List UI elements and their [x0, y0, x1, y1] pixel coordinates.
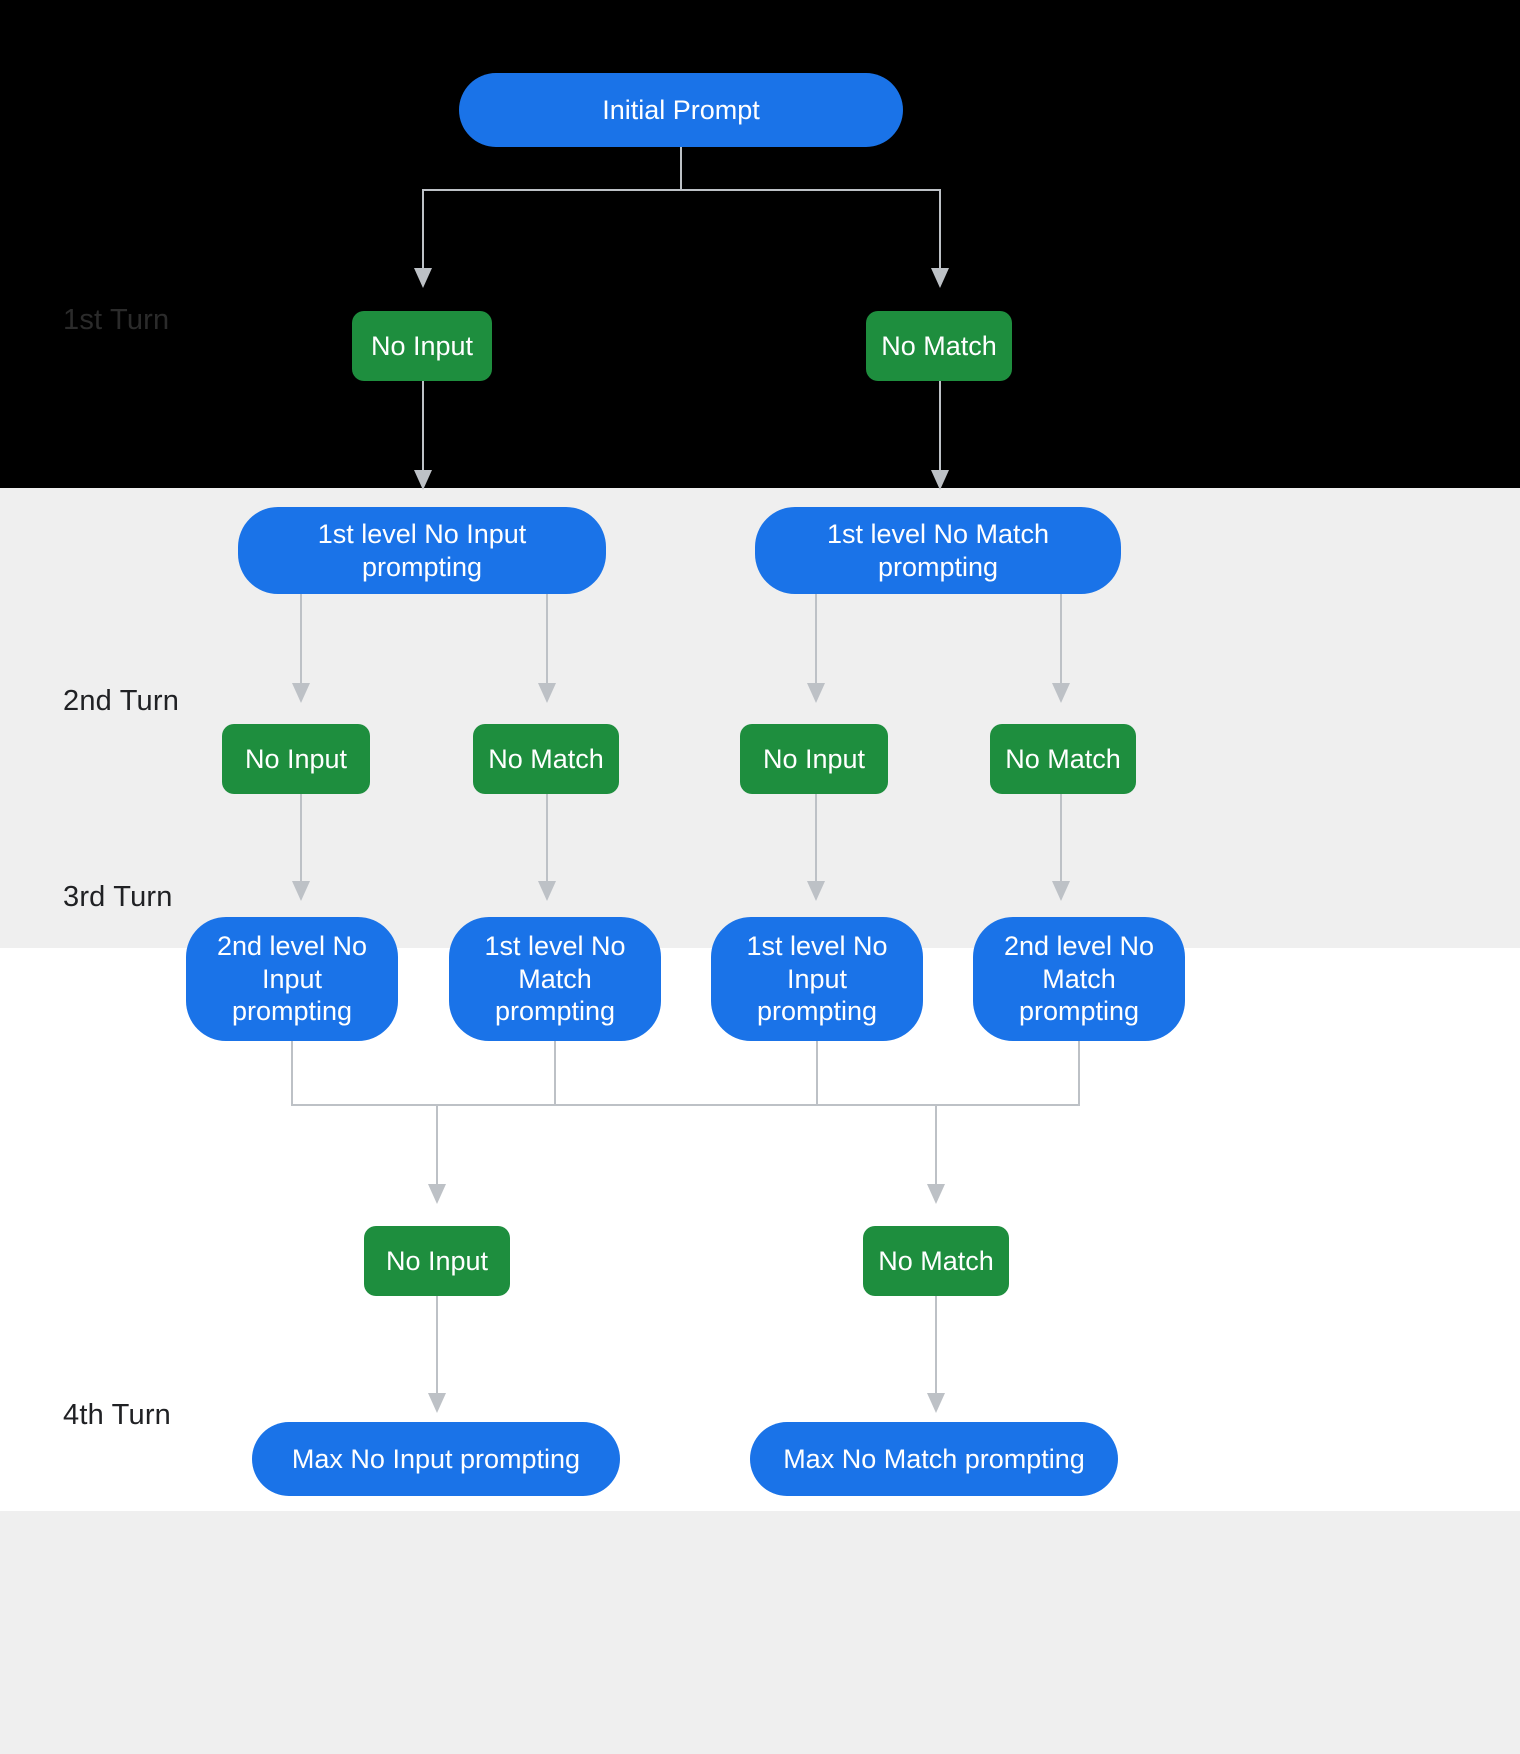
- arrowhead-merge-to-no-match: [927, 1184, 945, 1204]
- node-max-no-input-prompting[interactable]: Max No Input prompting: [252, 1422, 620, 1496]
- arrowhead-e2b-to-p3b: [538, 881, 556, 901]
- merge-stem-p3c: [816, 1040, 818, 1105]
- merge-rail: [291, 1104, 1080, 1106]
- arrowhead-p1b-to-e2d: [1052, 683, 1070, 703]
- connector-root-left-drop: [422, 189, 424, 271]
- connector-root-right-drop: [939, 189, 941, 271]
- node-2nd-level-no-input-prompting[interactable]: 2nd level No Input prompting: [186, 917, 398, 1041]
- node-label: Initial Prompt: [602, 94, 760, 125]
- node-label: Max No Input prompting: [291, 1443, 581, 1474]
- merge-drop-no-match: [935, 1104, 937, 1186]
- node-label: No Match: [878, 1245, 994, 1276]
- band-4th-turn: [0, 1511, 1520, 1754]
- turn-label-3rd: 3rd Turn: [63, 881, 173, 913]
- arrowhead-p1b-to-e2c: [807, 683, 825, 703]
- arrowhead-e3a-to-p4a: [428, 1393, 446, 1413]
- merge-stem-p3b: [554, 1040, 556, 1105]
- node-label: 1st level No Match prompting: [826, 518, 1050, 582]
- connector-root-stem: [680, 146, 682, 190]
- connector-p1b-to-e2c: [815, 594, 817, 686]
- connector-e3a-to-p4a: [436, 1296, 438, 1396]
- connector-root-split: [423, 189, 941, 191]
- connector-p1a-to-e2a: [300, 594, 302, 686]
- turn-label-4th: 4th Turn: [63, 1399, 171, 1431]
- node-2nd-level-no-match-prompting[interactable]: 2nd level No Match prompting: [973, 917, 1185, 1041]
- node-3rd-turn-1st-level-no-input-prompting[interactable]: 1st level No Input prompting: [711, 917, 923, 1041]
- connector-e3b-to-p4b: [935, 1296, 937, 1396]
- node-t2-no-input-b[interactable]: No Input: [740, 724, 888, 794]
- merge-drop-no-input: [436, 1104, 438, 1186]
- node-label: No Match: [881, 330, 997, 361]
- node-max-no-match-prompting[interactable]: Max No Match prompting: [750, 1422, 1118, 1496]
- connector-e2d-to-p3d: [1060, 794, 1062, 884]
- node-initial-prompt[interactable]: Initial Prompt: [459, 73, 903, 147]
- node-t1-no-match[interactable]: No Match: [866, 311, 1012, 381]
- arrowhead-p1a-to-e2a: [292, 683, 310, 703]
- connector-t1-noinput-down: [422, 381, 424, 473]
- node-t1-no-input[interactable]: No Input: [352, 311, 492, 381]
- node-label: 1st level No Input prompting: [317, 518, 527, 582]
- node-t3-no-input[interactable]: No Input: [364, 1226, 510, 1296]
- arrowhead-e2d-to-p3d: [1052, 881, 1070, 901]
- node-t2-no-input-a[interactable]: No Input: [222, 724, 370, 794]
- node-t3-no-match[interactable]: No Match: [863, 1226, 1009, 1296]
- turn-label-2nd: 2nd Turn: [63, 685, 180, 717]
- arrowhead-root-to-no-match: [931, 268, 949, 288]
- node-t2-no-match-a[interactable]: No Match: [473, 724, 619, 794]
- node-3rd-turn-1st-level-no-match-prompting[interactable]: 1st level No Match prompting: [449, 917, 661, 1041]
- connector-e2b-to-p3b: [546, 794, 548, 884]
- node-1st-level-no-match-prompting[interactable]: 1st level No Match prompting: [755, 507, 1121, 594]
- node-label: No Input: [370, 330, 474, 361]
- connector-t1-nomatch-down: [939, 381, 941, 473]
- node-label: 1st level No Input prompting: [746, 930, 888, 1027]
- node-label: 1st level No Match prompting: [484, 930, 626, 1027]
- merge-stem-p3d: [1078, 1040, 1080, 1105]
- connector-p1a-to-e2b: [546, 594, 548, 686]
- arrowhead-t1-noinput-to-prompt: [414, 470, 432, 490]
- node-label: No Input: [244, 743, 348, 774]
- node-label: Max No Match prompting: [783, 1443, 1085, 1474]
- node-label: 2nd level No Match prompting: [1003, 930, 1155, 1027]
- node-label: No Input: [385, 1245, 489, 1276]
- band-3rd-turn: [0, 948, 1520, 1511]
- arrowhead-p1a-to-e2b: [538, 683, 556, 703]
- turn-label-1st: 1st Turn: [63, 304, 170, 336]
- connector-e2c-to-p3c: [815, 794, 817, 884]
- arrowhead-e3b-to-p4b: [927, 1393, 945, 1413]
- node-t2-no-match-b[interactable]: No Match: [990, 724, 1136, 794]
- connector-p1b-to-e2d: [1060, 594, 1062, 686]
- node-label: No Match: [488, 743, 604, 774]
- connector-e2a-to-p3a: [300, 794, 302, 884]
- node-label: No Match: [1005, 743, 1121, 774]
- node-label: No Input: [762, 743, 866, 774]
- arrowhead-merge-to-no-input: [428, 1184, 446, 1204]
- merge-stem-p3a: [291, 1040, 293, 1105]
- arrowhead-root-to-no-input: [414, 268, 432, 288]
- arrowhead-e2c-to-p3c: [807, 881, 825, 901]
- node-label: 2nd level No Input prompting: [216, 930, 368, 1027]
- arrowhead-e2a-to-p3a: [292, 881, 310, 901]
- node-1st-level-no-input-prompting[interactable]: 1st level No Input prompting: [238, 507, 606, 594]
- arrowhead-t1-nomatch-to-prompt: [931, 470, 949, 490]
